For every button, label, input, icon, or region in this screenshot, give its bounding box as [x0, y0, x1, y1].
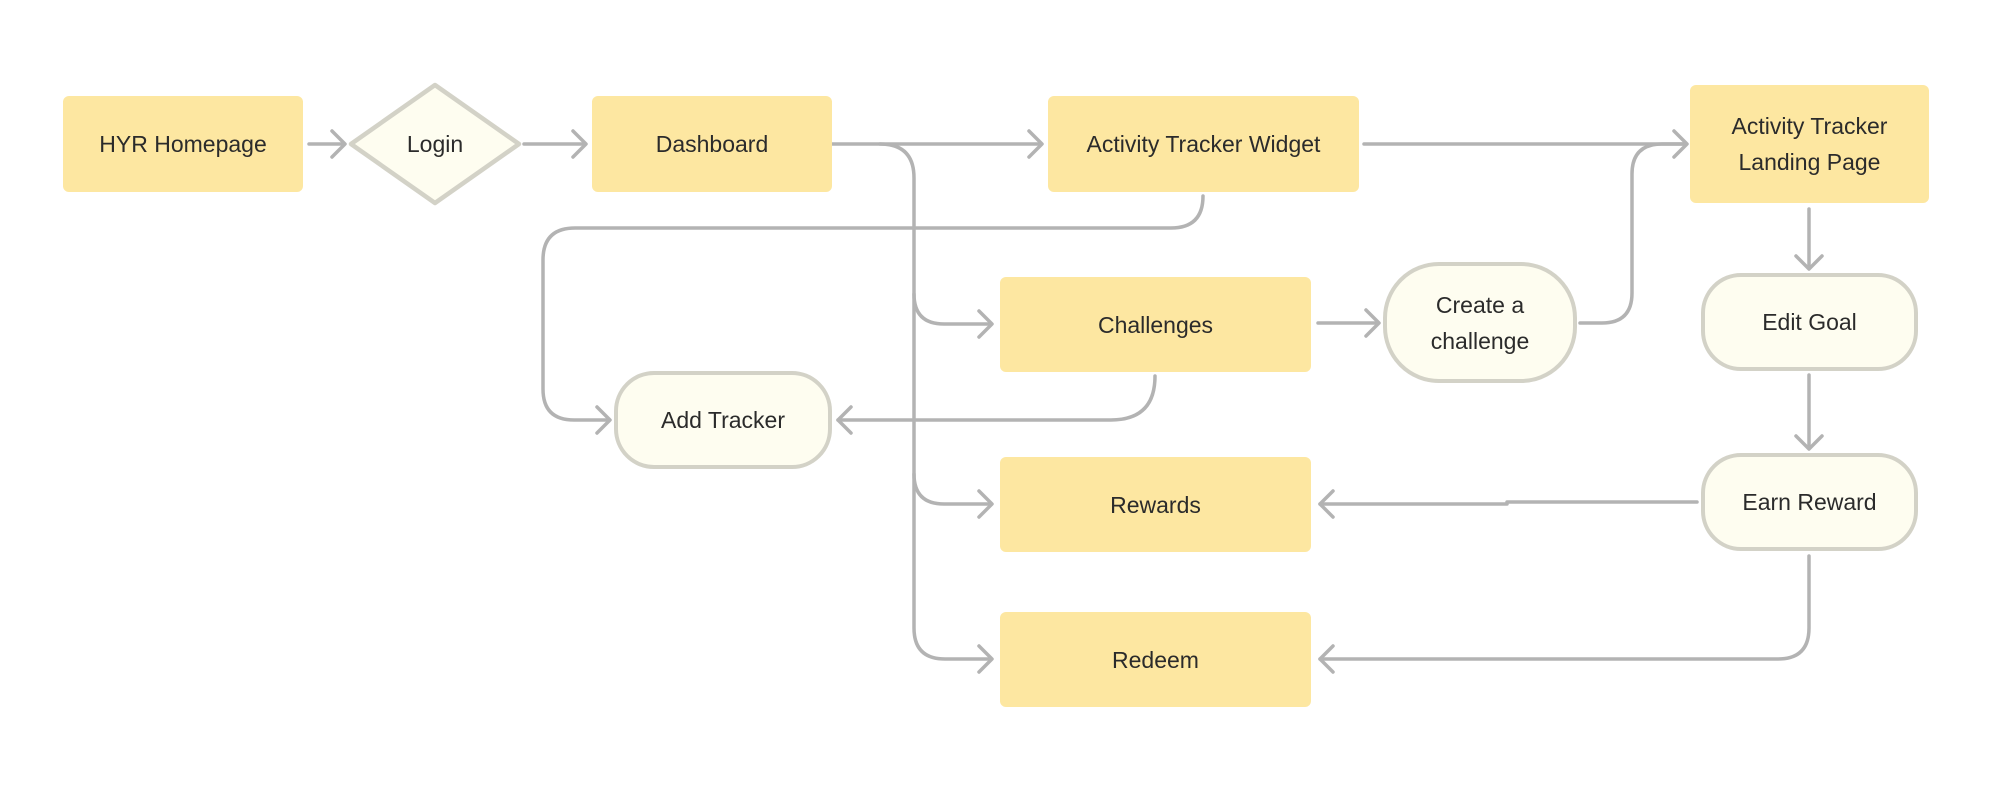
- edge-challenges-to-add-tracker-arrowhead: [836, 405, 853, 435]
- node-rewards: Rewards: [1000, 457, 1311, 552]
- node-add-tracker: Add Tracker: [614, 371, 832, 469]
- edge-branch-to-rewards: [912, 472, 993, 506]
- edge-branch-to-redeem-arrowhead: [977, 644, 994, 674]
- node-label-login: Login: [406, 131, 464, 157]
- node-label-redeem: Redeem: [1112, 646, 1199, 673]
- node-label-activity-tracker-widget: Activity Tracker Widget: [1086, 131, 1321, 157]
- node-challenges: Challenges: [1000, 277, 1311, 372]
- node-activity-tracker-widget: Activity Tracker Widget: [1048, 96, 1359, 192]
- node-label-activity-tracker-landing-page: Activity Tracker Landing Page: [1731, 113, 1888, 175]
- edge-earn-reward-to-rewards-arrowhead: [1318, 489, 1335, 519]
- edge-edit-goal-to-earn-reward-arrowhead: [1794, 434, 1824, 451]
- decision-diamond-shape: [348, 82, 522, 206]
- node-label-dashboard: Dashboard: [655, 131, 769, 157]
- edge-login-to-dashboard-arrowhead: [571, 129, 588, 159]
- edge-challenges-to-create-challenge-arrowhead: [1364, 308, 1381, 338]
- node-login: Login: [348, 82, 522, 206]
- edge-branch-to-challenges: [912, 292, 993, 326]
- node-hyr-homepage: HYR Homepage: [63, 96, 303, 192]
- node-label-challenges: Challenges: [1097, 311, 1214, 338]
- node-label-edit-goal: Edit Goal: [1762, 309, 1857, 335]
- node-label-hyr-homepage: HYR Homepage: [99, 131, 267, 157]
- node-label-create-a-challenge: Create a challenge: [1430, 291, 1530, 354]
- edge-dashboard-branch-trunk: [878, 142, 993, 661]
- edge-homepage-to-login-arrowhead: [330, 129, 347, 159]
- node-create-a-challenge: Create a challenge: [1383, 262, 1577, 383]
- node-label-earn-reward: Earn Reward: [1742, 489, 1877, 515]
- edge-landing-to-edit-goal-arrowhead: [1794, 254, 1824, 271]
- edge-dashboard-to-widget-arrowhead: [1027, 129, 1044, 159]
- edge-create-challenge-to-landing: [1578, 142, 1688, 325]
- edge-widget-to-add-tracker: [541, 194, 1205, 422]
- node-earn-reward: Earn Reward: [1701, 453, 1918, 551]
- edge-widget-to-add-tracker-arrowhead: [595, 405, 612, 435]
- edge-earn-reward-to-redeem-arrowhead: [1318, 644, 1335, 674]
- node-dashboard: Dashboard: [592, 96, 832, 192]
- node-edit-goal: Edit Goal: [1701, 273, 1918, 371]
- edge-earn-reward-to-rewards: [1318, 500, 1699, 506]
- node-label-add-tracker: Add Tracker: [661, 407, 785, 433]
- edge-branch-to-challenges-arrowhead: [977, 309, 994, 339]
- edge-challenges-to-add-tracker: [836, 374, 1157, 422]
- node-label-rewards: Rewards: [1110, 491, 1201, 518]
- node-activity-tracker-landing-page: Activity Tracker Landing Page: [1690, 85, 1929, 203]
- edge-branch-to-rewards-arrowhead: [977, 489, 994, 519]
- edge-earn-reward-to-redeem: [1318, 554, 1811, 661]
- node-redeem: Redeem: [1000, 612, 1311, 707]
